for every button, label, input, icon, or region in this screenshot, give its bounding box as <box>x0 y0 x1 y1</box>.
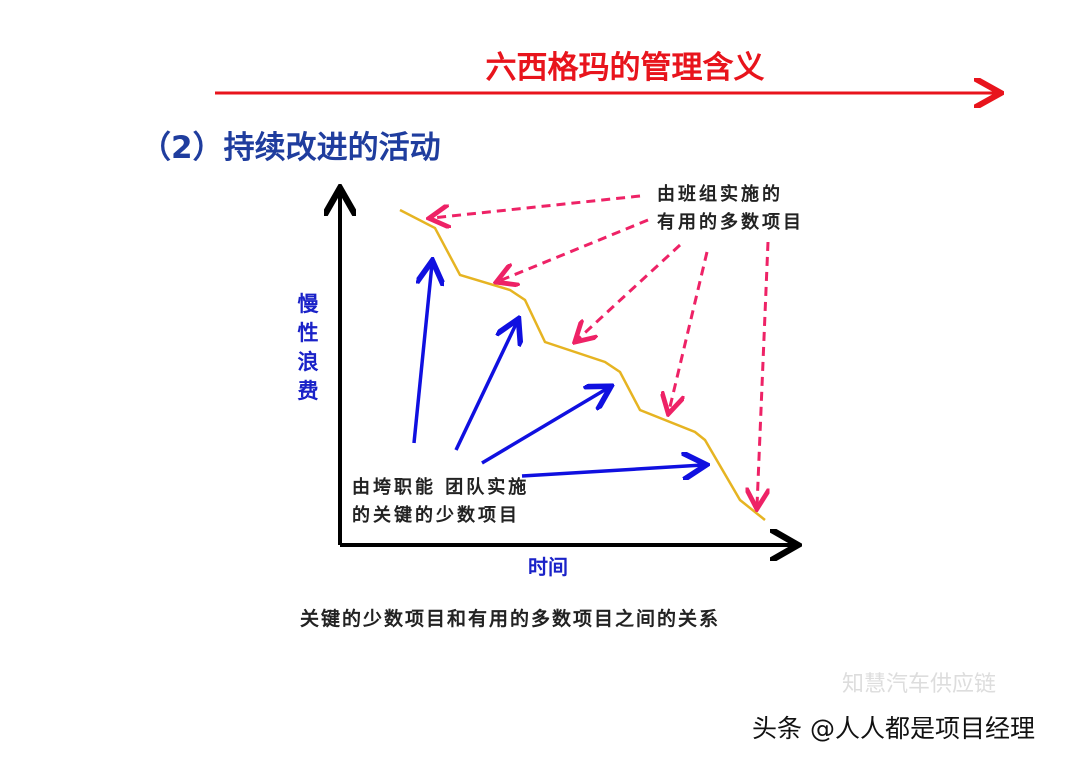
pink-dashed-arrow-5 <box>757 241 768 506</box>
blue-arrow-1 <box>412 264 432 444</box>
x-axis-label: 时间 <box>528 555 568 579</box>
cross-projects-label-line1: 由垮职能 团队实施 <box>352 477 530 498</box>
pink-dashed-arrow-2 <box>499 218 649 281</box>
team-projects-label: 由班组实施的 有用的多数项目 <box>657 181 804 237</box>
pink-dashed-arrow-3 <box>577 243 682 340</box>
slide-title: 六西格玛的管理含义 <box>485 50 765 86</box>
waste-staircase-curve <box>399 208 766 521</box>
team-projects-label-line1: 由班组实施的 <box>657 184 783 205</box>
watermark-faint: 知慧汽车供应链 <box>842 672 997 697</box>
blue-arrow-4 <box>521 465 703 476</box>
cross-functional-projects-label: 由垮职能 团队实施 的关键的少数项目 <box>352 474 529 530</box>
watermark-main: 头条 @人人都是项目经理 <box>752 714 1035 743</box>
section-subtitle: （2）持续改进的活动 <box>140 130 441 166</box>
blue-arrow-3 <box>481 388 608 465</box>
team-projects-label-line2: 有用的多数项目 <box>657 212 804 233</box>
diagram-caption: 关键的少数项目和有用的多数项目之间的关系 <box>300 608 721 630</box>
pink-dashed-arrow-4 <box>669 251 709 411</box>
pink-dashed-arrow-1 <box>432 194 641 218</box>
blue-arrow-2 <box>454 322 517 451</box>
cross-projects-label-line2: 的关键的少数项目 <box>352 505 520 526</box>
y-axis-label: 慢性浪费 <box>297 292 319 403</box>
